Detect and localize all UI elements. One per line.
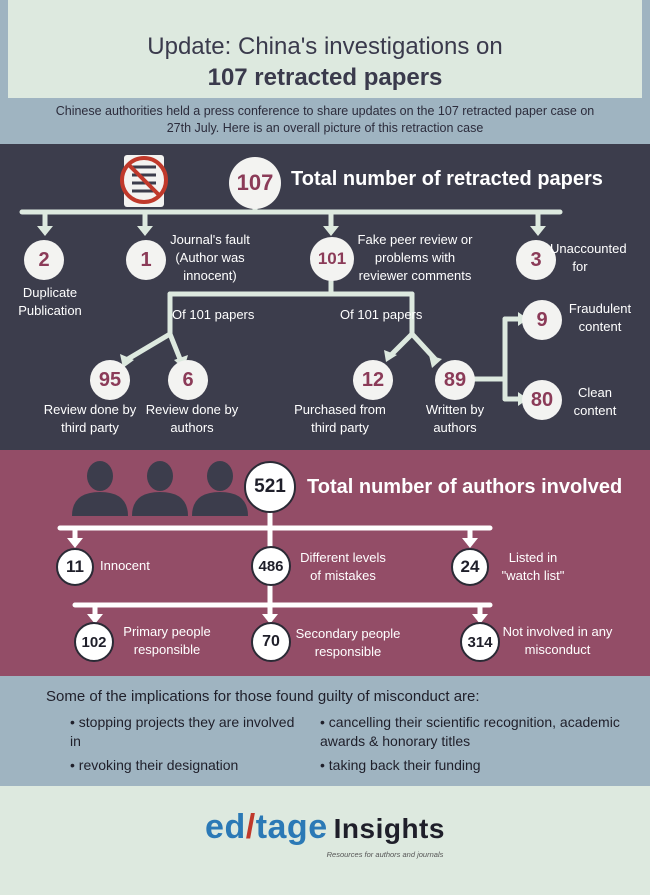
innocent-label: Innocent (100, 558, 150, 573)
of101-right-label: Of 101 papers (340, 307, 423, 322)
watch-list-label: Listed in "watch list" (501, 550, 565, 583)
not-involved-label: Not involved in any misconduct (502, 624, 613, 657)
footer-panel (0, 786, 650, 895)
clean-circle: 80 (522, 380, 562, 420)
implications-title: Some of the implications for those found… (46, 688, 480, 705)
primary-circle: 102 (74, 622, 114, 662)
third-party-review-label: Review done by third party (43, 402, 137, 435)
secondary-circle: 70 (251, 622, 291, 662)
journal-label: Journal's fault (Author was innocent) (170, 232, 250, 283)
fake-review-label: Fake peer review or problems with review… (357, 232, 473, 283)
watch-list-circle: 24 (451, 548, 489, 586)
header-panel (0, 0, 650, 98)
total-papers-label: Total number of retracted papers (291, 168, 603, 190)
people-group-icon (72, 461, 248, 516)
primary-label: Primary people responsible (123, 624, 211, 657)
duplicate-label: Duplicate Publication (18, 285, 82, 318)
unaccounted-circle: 3 (516, 240, 556, 280)
author-review-circle: 6 (168, 360, 208, 400)
secondary-label: Secondary people responsible (295, 626, 401, 659)
implications-section (0, 676, 650, 786)
implication-item: • revoking their designation (70, 757, 239, 773)
written-circle: 89 (435, 360, 475, 400)
mistakes-label: Different levels of mistakes (300, 550, 386, 583)
total-papers-circle: 107 (229, 157, 281, 209)
subtitle-bar (0, 98, 650, 144)
fraudulent-label: Fraudulent content (568, 301, 632, 334)
written-label: Written by authors (425, 402, 485, 435)
mistakes-circle: 486 (251, 546, 291, 586)
fraudulent-circle: 9 (522, 300, 562, 340)
logo-tagline: Resources for authors and journals (326, 850, 444, 859)
third-party-review-circle: 95 (90, 360, 130, 400)
author-review-label: Review done by authors (145, 402, 239, 435)
papers-tree-lines (19, 189, 563, 406)
implication-item: • stopping projects they are involved in (70, 714, 295, 749)
document-crossed-icon (120, 155, 168, 207)
authors-tree-lines (57, 507, 493, 624)
purchased-circle: 12 (353, 360, 393, 400)
total-authors-circle: 521 (244, 461, 296, 513)
total-authors-label: Total number of authors involved (307, 476, 623, 498)
innocent-circle: 11 (56, 548, 94, 586)
implication-item: • cancelling their scientific recognitio… (320, 714, 620, 749)
duplicate-circle: 2 (24, 240, 64, 280)
purchased-label: Purchased from third party (294, 402, 386, 435)
journal-circle: 1 (126, 240, 166, 280)
page-title-line2: 107 retracted papers (207, 64, 443, 91)
subtitle-text: Chinese authorities held a press confere… (55, 104, 595, 135)
unaccounted-label: Unaccounted for (550, 241, 627, 274)
implication-item: • taking back their funding (320, 757, 481, 773)
page-title-line1: Update: China's investigations on (147, 33, 503, 60)
not-involved-circle: 314 (460, 622, 500, 662)
fake-review-circle: 101 (310, 237, 354, 281)
of101-left-label: Of 101 papers (172, 307, 255, 322)
clean-label: Clean content (573, 385, 617, 418)
